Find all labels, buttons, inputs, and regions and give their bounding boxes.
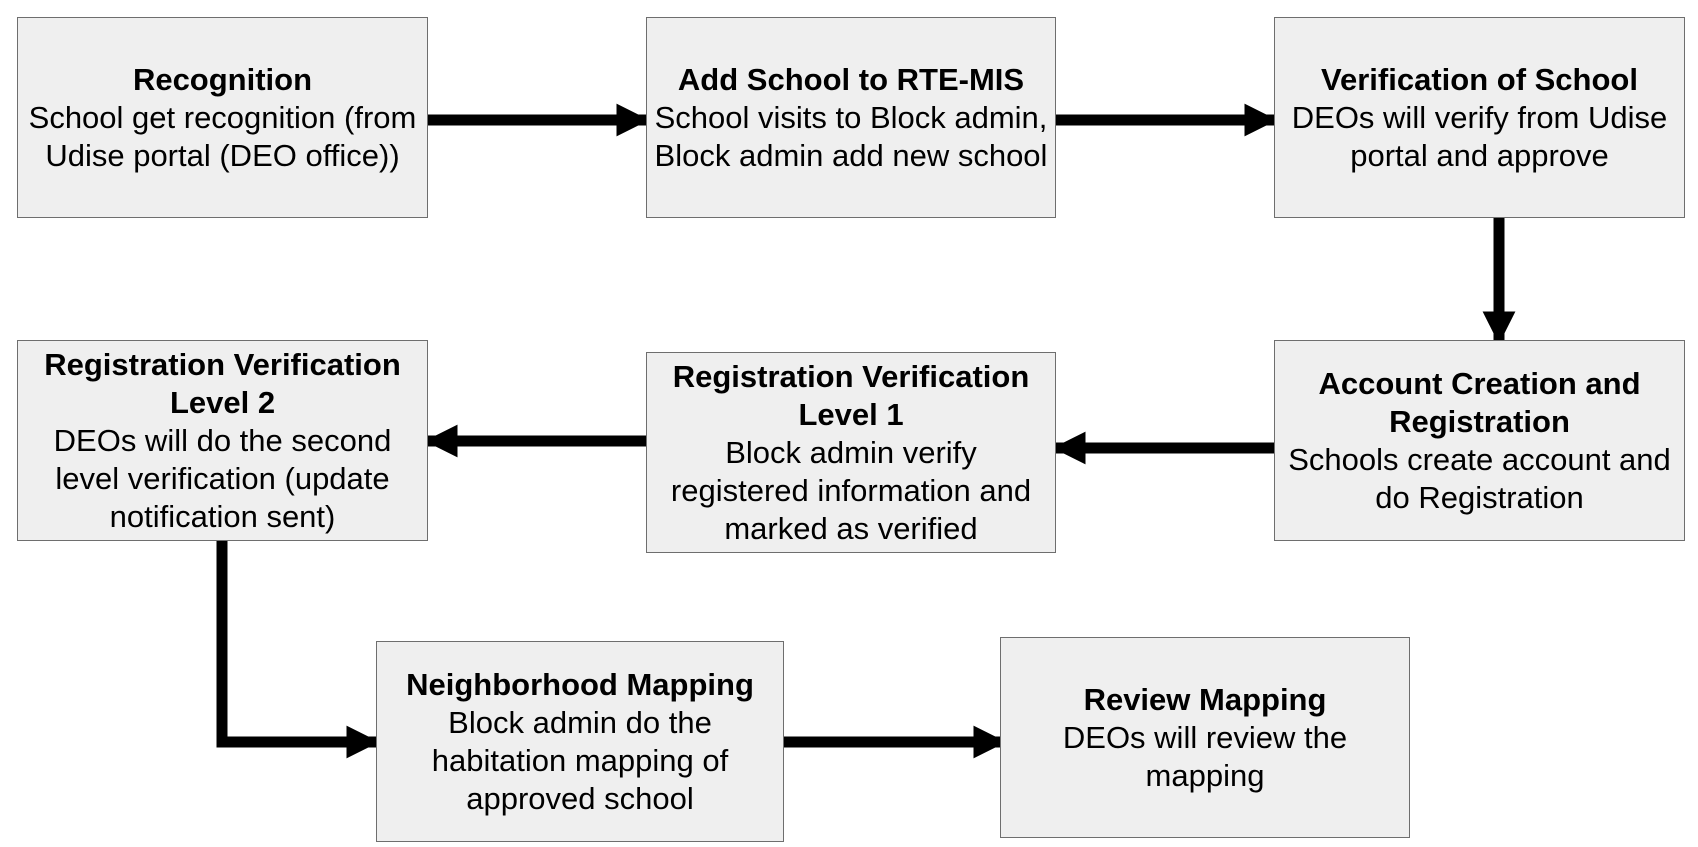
node-review-mapping-desc: DEOs will review the mapping [1062, 719, 1348, 793]
node-neighborhood-mapping: Neighborhood Mapping Block admin do the … [376, 641, 784, 842]
node-neighborhood-mapping-desc: Block admin do the habitation mapping of… [431, 704, 729, 816]
arrow-level2-to-neighborhood [216, 541, 380, 759]
node-add-school-title: Add School to RTE-MIS [677, 61, 1025, 97]
node-recognition-desc: School get recognition (from Udise porta… [28, 99, 417, 173]
node-account-creation-desc: Schools create account and do Registrati… [1288, 441, 1671, 515]
node-add-school: Add School to RTE-MIS School visits to B… [646, 17, 1056, 218]
node-registration-level-1: Registration Verification Level 1 Block … [646, 352, 1056, 553]
node-account-creation: Account Creation and Registration School… [1274, 340, 1685, 541]
node-verification-of-school-desc: DEOs will verify from Udise portal and a… [1291, 99, 1668, 173]
node-account-creation-title: Account Creation and Registration [1318, 365, 1641, 439]
node-neighborhood-mapping-title: Neighborhood Mapping [406, 666, 754, 702]
node-registration-level-2-desc: DEOs will do the second level verificati… [53, 422, 392, 534]
node-recognition-title: Recognition [132, 61, 313, 97]
node-review-mapping-title: Review Mapping [1083, 681, 1327, 717]
node-registration-level-2-title: Registration Verification Level 2 [44, 346, 401, 420]
node-review-mapping: Review Mapping DEOs will review the mapp… [1000, 637, 1410, 838]
node-registration-level-2: Registration Verification Level 2 DEOs w… [17, 340, 428, 541]
node-registration-level-1-desc: Block admin verify registered informatio… [670, 434, 1032, 546]
node-add-school-desc: School visits to Block admin, Block admi… [654, 99, 1048, 173]
node-registration-level-1-title: Registration Verification Level 1 [672, 358, 1030, 432]
node-verification-of-school-title: Verification of School [1321, 61, 1638, 97]
node-recognition: Recognition School get recognition (from… [17, 17, 428, 218]
node-verification-of-school: Verification of School DEOs will verify … [1274, 17, 1685, 218]
